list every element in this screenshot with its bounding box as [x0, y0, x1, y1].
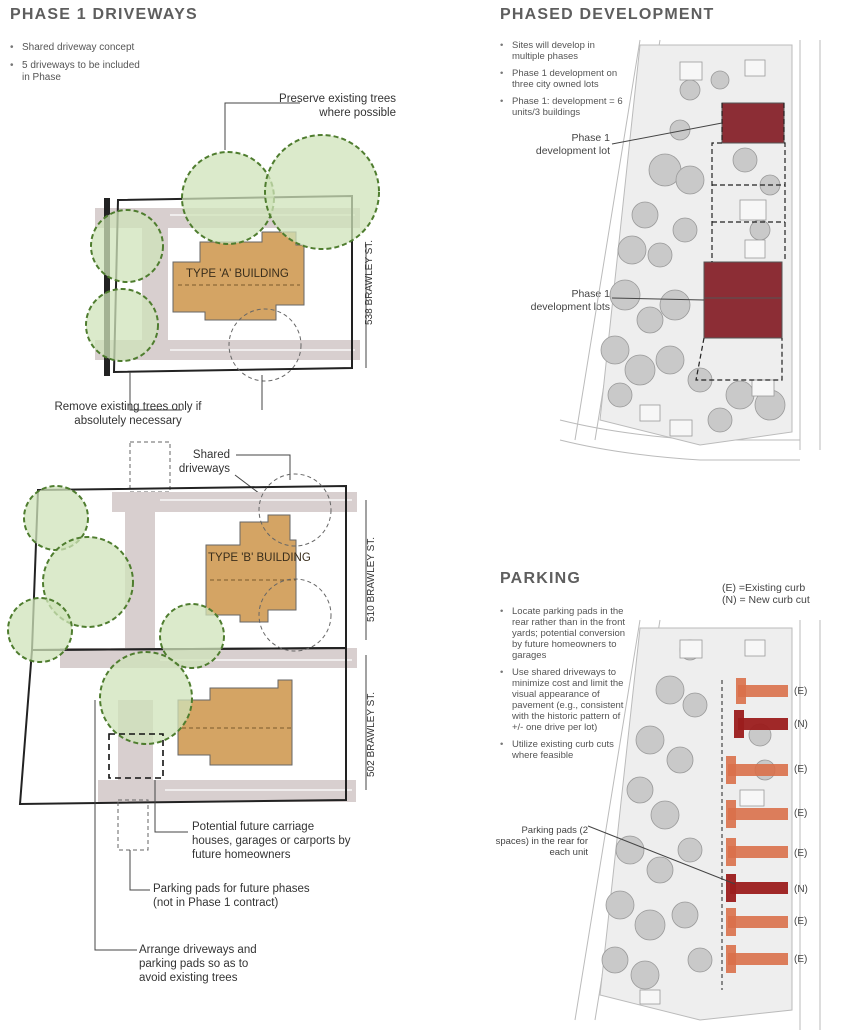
tree-removed-lower-2	[258, 578, 332, 652]
building-b-label: TYPE 'B' BUILDING	[208, 552, 311, 564]
curb-tag: (E)	[794, 764, 807, 775]
phase1-lot-lower	[703, 261, 783, 339]
parking-existing	[726, 678, 788, 973]
curb-tag: (E)	[794, 848, 807, 859]
grey-trees-phased	[600, 70, 786, 433]
phased-bullet: Phase 1 development on three city owned …	[500, 68, 630, 90]
future-parking-pad	[117, 799, 149, 851]
street-label-510: 510 BRAWLEY ST.	[366, 537, 377, 622]
parking-bullet: Use shared driveways to minimize cost an…	[500, 667, 630, 733]
lot-boundary-502	[18, 646, 347, 806]
phase1-bullet: Shared driveway concept	[10, 42, 140, 54]
parking-new	[726, 710, 788, 902]
phased-bullet: Phase 1: development = 6 units/3 buildin…	[500, 96, 630, 118]
callout-shared-driveways: Shared driveways	[178, 449, 230, 475]
building-a-label: TYPE 'A' BUILDING	[186, 268, 289, 280]
trees-upper	[85, 134, 380, 362]
curb-tag: (N)	[794, 884, 808, 895]
label-parking-pads: Parking pads (2 spaces) in the rear for …	[495, 825, 588, 858]
curb-tag: (E)	[794, 916, 807, 927]
label-phase1-lot: Phase 1 development lot	[535, 132, 610, 157]
future-carriage-pad	[108, 733, 164, 779]
callout-arrange-driveways: Arrange driveways and parking pads so as…	[139, 944, 257, 984]
trees-lower	[7, 485, 225, 745]
parking-bullet: Locate parking pads in the rear rather t…	[500, 606, 630, 661]
building-type-b: TYPE 'B' BUILDING	[205, 514, 311, 623]
phased-bullet: Sites will develop in multiple phases	[500, 40, 630, 62]
label-phase1-lots: Phase 1 development lots	[530, 288, 610, 313]
tree-removed-upper	[228, 308, 302, 382]
curb-tag: (E)	[794, 686, 807, 697]
parking-bullets: Locate parking pads in the rear rather t…	[500, 606, 630, 767]
parking-title: PARKING	[500, 570, 581, 587]
phase1-lot-upper	[721, 102, 785, 144]
phase1-lots	[703, 102, 785, 339]
phased-bullets: Sites will develop in multiple phases Ph…	[500, 40, 630, 124]
legend-new-curb-cut: (N) = New curb cut	[722, 594, 810, 606]
callout-future-carriage: Potential future carriage houses, garage…	[192, 821, 351, 861]
curb-tag: (E)	[794, 808, 807, 819]
legend-existing-curb: (E) =Existing curb	[722, 582, 806, 594]
tree-removed-lower-1	[258, 473, 332, 547]
street-label-538: 538 BRAWLEY ST.	[364, 240, 375, 325]
callout-preserve-trees: Preserve existing trees where possible	[279, 93, 396, 119]
phased-title: PHASED DEVELOPMENT	[500, 6, 715, 23]
phase1-title: PHASE 1 DRIVEWAYS	[10, 6, 198, 23]
phase1-bullets: Shared driveway concept 5 driveways to b…	[10, 42, 140, 90]
callout-parking-pads-future: Parking pads for future phases (not in P…	[153, 883, 310, 909]
phase1-bullet: 5 driveways to be included in Phase	[10, 60, 140, 84]
street-label-502: 502 BRAWLEY ST.	[366, 692, 377, 777]
curb-tag: (N)	[794, 719, 808, 730]
curb-tag: (E)	[794, 954, 807, 965]
parking-bullet: Utilize existing curb cuts where feasibl…	[500, 739, 630, 761]
building-type-a: TYPE 'A' BUILDING	[172, 231, 305, 321]
